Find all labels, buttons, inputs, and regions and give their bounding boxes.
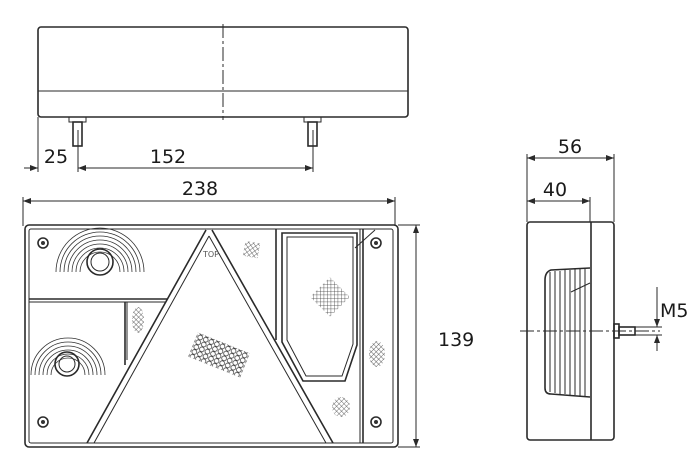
screw-icon bbox=[37, 416, 49, 428]
mesh-patch bbox=[369, 341, 385, 367]
mesh-patch bbox=[132, 307, 144, 333]
dimension-56: 56 bbox=[558, 136, 582, 158]
mounting-stud-side bbox=[613, 323, 636, 339]
hex-patch bbox=[188, 332, 250, 378]
triangle-reflector: TOP bbox=[86, 229, 334, 444]
front-housing bbox=[24, 224, 399, 448]
dimension-152: 152 bbox=[150, 146, 186, 168]
mesh-patch-diamond bbox=[310, 277, 350, 317]
mesh-patch bbox=[332, 397, 350, 417]
dimension-25: 25 bbox=[44, 146, 68, 168]
side-view: 56 40 M5 bbox=[520, 136, 688, 441]
lamp-optic-lower bbox=[30, 337, 106, 377]
side-lens bbox=[544, 267, 591, 398]
screw-icon bbox=[370, 237, 382, 249]
front-view: 238 TOP bbox=[22, 178, 474, 448]
top-marking: TOP bbox=[202, 250, 219, 259]
dimension-40: 40 bbox=[543, 179, 567, 201]
lamp-optic-upper bbox=[55, 227, 145, 276]
thread-label-m5: M5 bbox=[660, 300, 688, 322]
screw-icon bbox=[37, 237, 49, 249]
dimension-238: 238 bbox=[182, 178, 218, 200]
reverse-lamp-lens bbox=[281, 232, 358, 382]
screw-icon bbox=[370, 416, 382, 428]
mesh-patch bbox=[242, 240, 261, 259]
dimension-139: 139 bbox=[438, 329, 474, 351]
top-view: 25 152 bbox=[24, 24, 409, 172]
